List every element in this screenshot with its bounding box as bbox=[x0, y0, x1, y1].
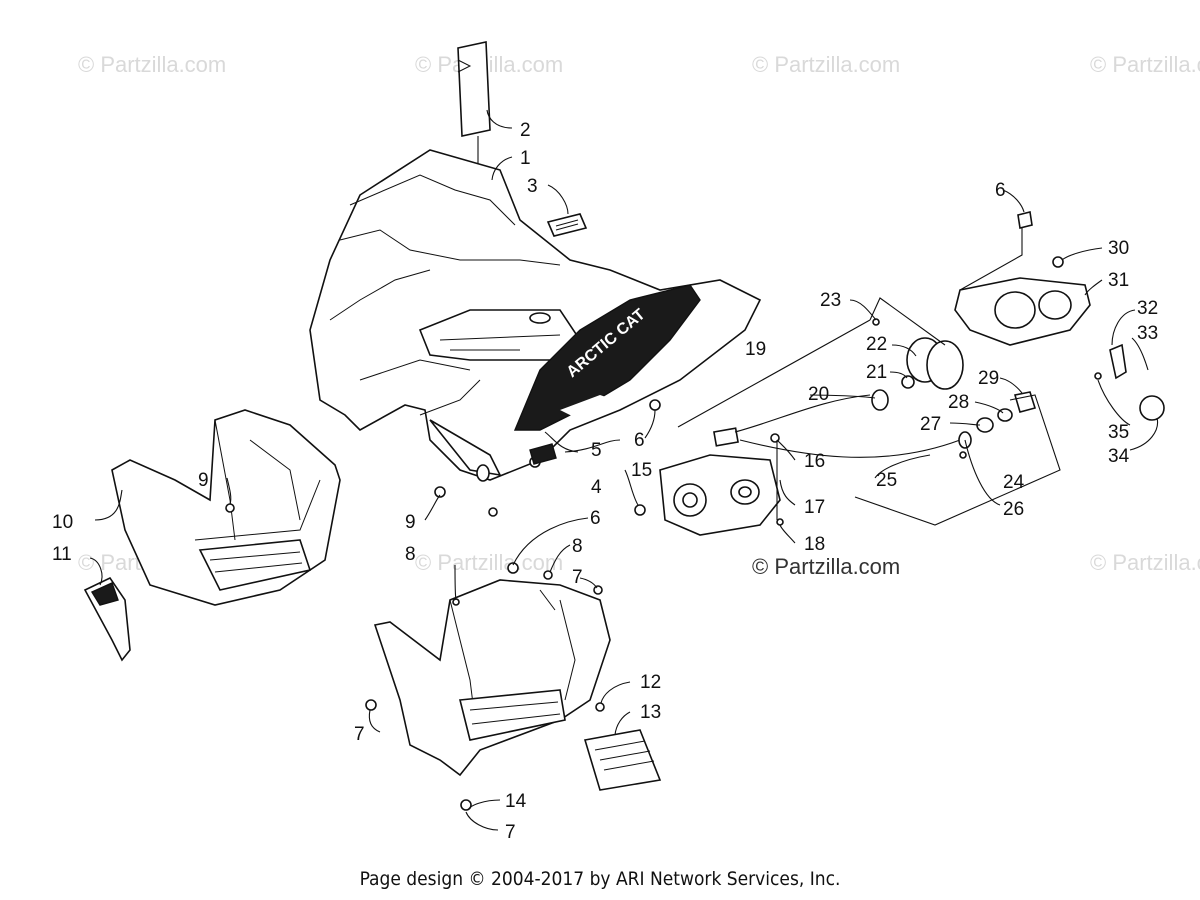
watermark: © Partzilla.com bbox=[415, 550, 563, 575]
fasteners bbox=[225, 318, 967, 811]
callout-17: 17 bbox=[804, 497, 825, 518]
part-right-footwell bbox=[373, 579, 611, 777]
callout-23: 23 bbox=[820, 290, 841, 311]
callout-22: 22 bbox=[866, 334, 887, 355]
callout-33: 33 bbox=[1137, 323, 1158, 344]
callout-20: 20 bbox=[808, 384, 829, 405]
part-wire-harness bbox=[713, 389, 972, 458]
leader-lines bbox=[89, 109, 1159, 831]
callout-21: 21 bbox=[866, 362, 887, 383]
callout-6-b: 6 bbox=[590, 508, 601, 529]
callout-11: 11 bbox=[52, 544, 72, 565]
part-11-trim bbox=[83, 576, 131, 662]
callout-9-a: 9 bbox=[198, 470, 209, 491]
part-bracket bbox=[1094, 343, 1165, 421]
part-1-rear-fender bbox=[309, 149, 762, 482]
part-3-label bbox=[546, 213, 588, 237]
footer-copyright: Page design © 2004-2017 by ARI Network S… bbox=[359, 868, 841, 890]
callout-12: 12 bbox=[640, 672, 661, 693]
callout-26: 26 bbox=[1003, 499, 1024, 520]
callout-30: 30 bbox=[1108, 238, 1129, 259]
watermark: © Partzilla.com bbox=[752, 52, 900, 77]
callout-2: 2 bbox=[520, 120, 531, 141]
callout-24: 24 bbox=[1003, 472, 1025, 493]
callout-1: 1 bbox=[520, 148, 531, 169]
watermark: © Partzilla.com bbox=[1090, 52, 1200, 77]
watermark: © Partzilla.com bbox=[78, 52, 226, 77]
callout-6-c: 6 bbox=[995, 180, 1006, 201]
callout-16: 16 bbox=[804, 451, 825, 472]
callout-labels: 2 1 3 5 4 6 9 10 11 9 8 6 8 7 7 12 13 14… bbox=[52, 120, 1158, 843]
part-lamp-assembly bbox=[901, 337, 964, 390]
callout-35: 35 bbox=[1108, 422, 1129, 443]
callout-25: 25 bbox=[876, 470, 897, 491]
callout-8-b: 8 bbox=[572, 536, 583, 557]
callout-19: 19 bbox=[745, 339, 766, 360]
callout-7-b: 7 bbox=[354, 724, 365, 745]
watermark-center: © Partzilla.com bbox=[752, 554, 900, 579]
callout-10: 10 bbox=[52, 512, 73, 533]
part-4-label bbox=[529, 443, 557, 465]
callout-13: 13 bbox=[640, 702, 661, 723]
part-taillight-housing bbox=[659, 454, 781, 536]
callout-29: 29 bbox=[978, 368, 999, 389]
callout-15: 15 bbox=[631, 460, 652, 481]
callout-7-c: 7 bbox=[505, 822, 516, 843]
callout-9-b: 9 bbox=[405, 512, 416, 533]
watermark: © Partzilla.com bbox=[1090, 550, 1200, 575]
callout-34: 34 bbox=[1108, 446, 1130, 467]
callout-6-a: 6 bbox=[634, 430, 645, 451]
callout-5: 5 bbox=[591, 440, 602, 461]
callout-7-a: 7 bbox=[572, 567, 583, 588]
callout-18: 18 bbox=[804, 534, 825, 555]
callout-27: 27 bbox=[920, 414, 941, 435]
part-headlight-housing bbox=[954, 211, 1091, 346]
callout-4: 4 bbox=[591, 477, 602, 498]
callout-31: 31 bbox=[1108, 270, 1129, 291]
callout-14: 14 bbox=[505, 791, 527, 812]
callout-28: 28 bbox=[948, 392, 969, 413]
part-13-step-plate bbox=[583, 729, 662, 791]
part-socket-pieces bbox=[976, 391, 1037, 433]
watermark: © Partzilla.com bbox=[415, 52, 563, 77]
callout-3: 3 bbox=[527, 176, 538, 197]
callout-32: 32 bbox=[1137, 298, 1158, 319]
callout-8-a: 8 bbox=[405, 544, 416, 565]
